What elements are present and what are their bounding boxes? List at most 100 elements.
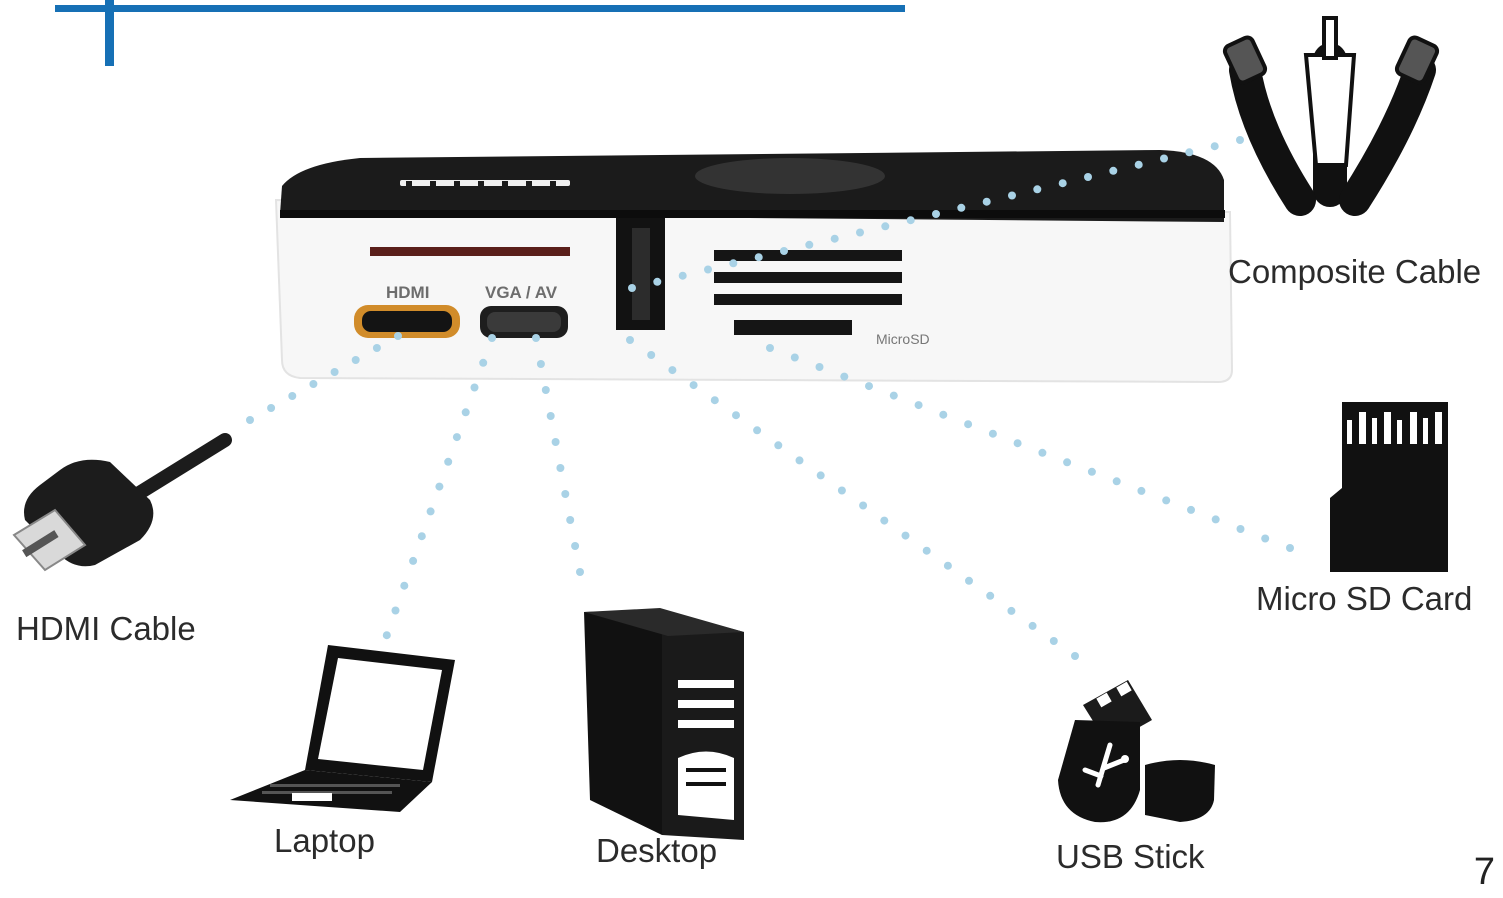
connection-dot <box>267 404 276 412</box>
connection-dot <box>288 392 297 400</box>
connection-dot <box>470 383 479 392</box>
connection-dot <box>889 391 898 400</box>
connection-dot <box>1028 621 1037 630</box>
composite-cable-icon <box>1222 16 1440 216</box>
connection-dot <box>732 411 740 420</box>
connection-dot <box>394 332 402 340</box>
connection-dot <box>964 420 973 429</box>
connection-dot <box>1134 160 1143 169</box>
connection-dot <box>1261 534 1270 543</box>
dotted-line-hdmi-cable <box>246 332 402 424</box>
connection-dot <box>1236 525 1245 533</box>
hdmi-cable-icon <box>12 433 232 572</box>
connection-dot <box>1038 448 1047 457</box>
connection-dot <box>400 581 409 590</box>
connection-dot <box>532 334 540 342</box>
connection-dot <box>576 568 584 576</box>
connection-dot <box>1162 496 1171 505</box>
connection-dot <box>678 271 687 280</box>
connection-dot <box>626 336 634 344</box>
connection-dot <box>1033 185 1042 194</box>
connection-dot <box>1013 439 1022 448</box>
connection-dot <box>488 334 496 342</box>
connection-dot <box>865 382 873 391</box>
microsd-slot <box>734 320 852 335</box>
hdmi-port-label: HDMI <box>386 283 429 302</box>
micro-sd-card-icon <box>1330 402 1448 572</box>
usb-port <box>616 218 665 330</box>
composite-cable-label: Composite Cable <box>1228 253 1482 290</box>
connection-dot <box>246 416 254 424</box>
connection-dot <box>461 408 470 417</box>
connection-dot <box>1210 142 1219 151</box>
connection-dot <box>901 531 910 540</box>
vga-av-port <box>480 306 568 338</box>
connection-dot <box>1063 458 1072 467</box>
connection-dot <box>647 351 656 359</box>
connection-dot <box>922 546 931 555</box>
connection-dot <box>1008 191 1016 200</box>
connection-dot <box>859 501 868 510</box>
desktop-icon <box>584 608 744 840</box>
dotted-line-micro-sd-card <box>766 344 1294 552</box>
connection-dot <box>452 433 461 442</box>
connection-dot <box>1160 154 1168 163</box>
connection-dot <box>805 240 814 249</box>
hdmi-cable-label: HDMI Cable <box>16 610 196 647</box>
connection-dot <box>1286 544 1294 552</box>
connection-dot <box>1071 652 1079 660</box>
usb-stick-icon <box>1058 680 1215 823</box>
connection-dot <box>435 482 444 491</box>
connection-dot <box>1187 505 1195 514</box>
connection-dot <box>330 368 339 376</box>
connection-dot <box>417 532 426 541</box>
connection-dot <box>710 396 719 405</box>
connection-dot <box>561 490 570 498</box>
projector-device: HDMI VGA / AV MicroSD <box>274 150 1234 384</box>
connection-dot <box>444 457 453 466</box>
side-vent-icon <box>714 250 902 305</box>
connection-dot <box>881 222 890 231</box>
laptop-label: Laptop <box>274 822 375 859</box>
connection-dot <box>309 380 318 388</box>
connection-lines <box>246 136 1294 664</box>
connection-dot <box>914 401 923 410</box>
connection-dot <box>536 360 545 368</box>
header-rule <box>55 0 905 66</box>
microsd-slot-label: MicroSD <box>876 331 930 347</box>
dotted-line-usb-stick <box>626 336 1079 660</box>
connection-dot <box>986 591 995 600</box>
usb-stick-label: USB Stick <box>1056 838 1205 875</box>
connection-dot <box>840 372 849 381</box>
connection-dot <box>668 366 677 375</box>
connection-dot <box>628 284 636 292</box>
connection-dot <box>766 344 774 352</box>
connection-dot <box>566 516 575 524</box>
connection-dot <box>729 259 738 268</box>
connection-dot <box>571 542 580 550</box>
connection-dot <box>1112 477 1121 486</box>
page-number: 7 <box>1473 851 1495 893</box>
connection-dot <box>551 438 560 446</box>
connection-dot <box>795 456 804 465</box>
connection-dot <box>774 441 783 450</box>
connection-dot <box>856 228 864 237</box>
desktop-label: Desktop <box>596 832 718 869</box>
laptop-icon <box>230 645 455 812</box>
connection-dot <box>351 356 360 364</box>
micro-sd-card-label: Micro SD Card <box>1256 580 1473 617</box>
hdmi-port <box>354 305 460 338</box>
connection-dot <box>391 606 400 615</box>
connection-dot <box>1211 515 1220 524</box>
connection-dot <box>932 210 940 218</box>
connection-dot <box>880 516 889 525</box>
connection-dot <box>372 344 381 352</box>
connection-dot <box>546 412 555 420</box>
connection-dot <box>1137 486 1146 495</box>
connection-dot <box>1185 148 1194 157</box>
connection-dot <box>689 381 698 390</box>
dotted-line-composite-cable <box>628 136 1244 292</box>
vga-av-port-label: VGA / AV <box>485 283 558 302</box>
connection-dot <box>1007 606 1016 615</box>
